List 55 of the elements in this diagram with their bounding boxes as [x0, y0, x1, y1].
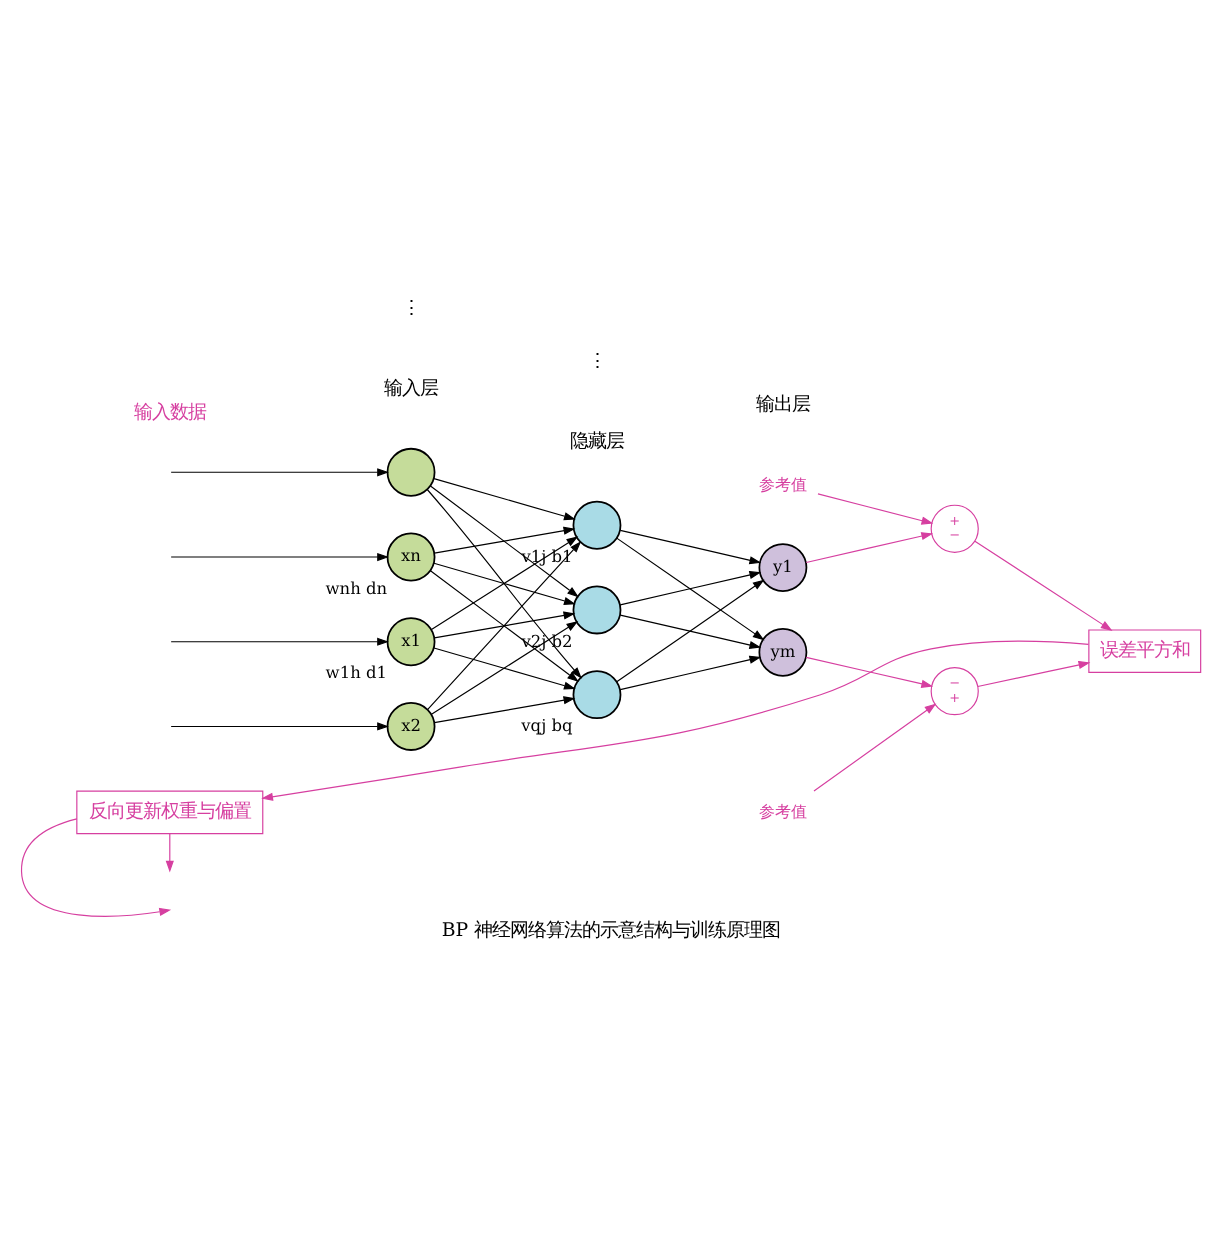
- arrow: [977, 659, 1091, 687]
- node-label: v2j b2: [521, 629, 573, 650]
- arrow: [817, 492, 934, 524]
- arrow: [616, 578, 765, 682]
- node-label: vqj bq: [521, 714, 573, 735]
- node-circle: [386, 446, 436, 496]
- arrow: [805, 531, 934, 563]
- arrow: [813, 702, 937, 791]
- arrow: [426, 487, 582, 678]
- node-label: wnh dn: [325, 576, 388, 597]
- arrow: [170, 636, 389, 645]
- arrow: [619, 528, 762, 564]
- arrow: [433, 610, 576, 638]
- node-circle: [572, 584, 622, 634]
- arrow: [429, 569, 579, 682]
- arrow: [433, 646, 576, 689]
- arrow: [430, 535, 579, 630]
- node-text: 参考值: [758, 799, 807, 820]
- arrow: [165, 832, 174, 872]
- arrow: [619, 654, 762, 690]
- arrow: [433, 525, 576, 553]
- arrow: [429, 484, 579, 597]
- node-circle: xn: [386, 531, 436, 581]
- node-circle: x1: [386, 616, 436, 666]
- label: ⋮: [587, 350, 606, 373]
- node-text: 参考值: [758, 472, 807, 493]
- arrow: [619, 569, 762, 605]
- label: 输入层: [384, 377, 439, 400]
- arrow: [430, 620, 579, 714]
- arrow: [170, 467, 389, 476]
- label: ⋮: [402, 297, 421, 320]
- node-circle: [572, 669, 622, 719]
- node-circle: x2: [386, 701, 436, 750]
- arrow: [619, 613, 762, 648]
- node-circle: [572, 499, 622, 549]
- arrow: [20, 817, 172, 916]
- arrow: [170, 551, 389, 561]
- node-box: 误差平方和: [1088, 628, 1202, 672]
- arrow: [261, 639, 1089, 800]
- label: 输入数据: [133, 400, 206, 423]
- node-circle: y1: [758, 542, 808, 592]
- arrow: [974, 539, 1113, 630]
- label: 输出层: [755, 392, 810, 415]
- arrow: [170, 721, 389, 730]
- arrow: [433, 477, 576, 520]
- arrow: [433, 561, 576, 604]
- label: 隐藏层: [569, 430, 624, 453]
- arrow: [616, 536, 765, 640]
- node-label: w1h d1: [325, 661, 387, 682]
- node-box: 反向更新权重与偏置: [76, 789, 264, 834]
- caption: BP 神经网络算法的示意结构与训练原理图: [441, 919, 781, 942]
- arrow: [805, 655, 934, 687]
- arrow: [426, 540, 582, 710]
- arrow: [433, 695, 576, 723]
- node-circle: ym: [758, 626, 808, 676]
